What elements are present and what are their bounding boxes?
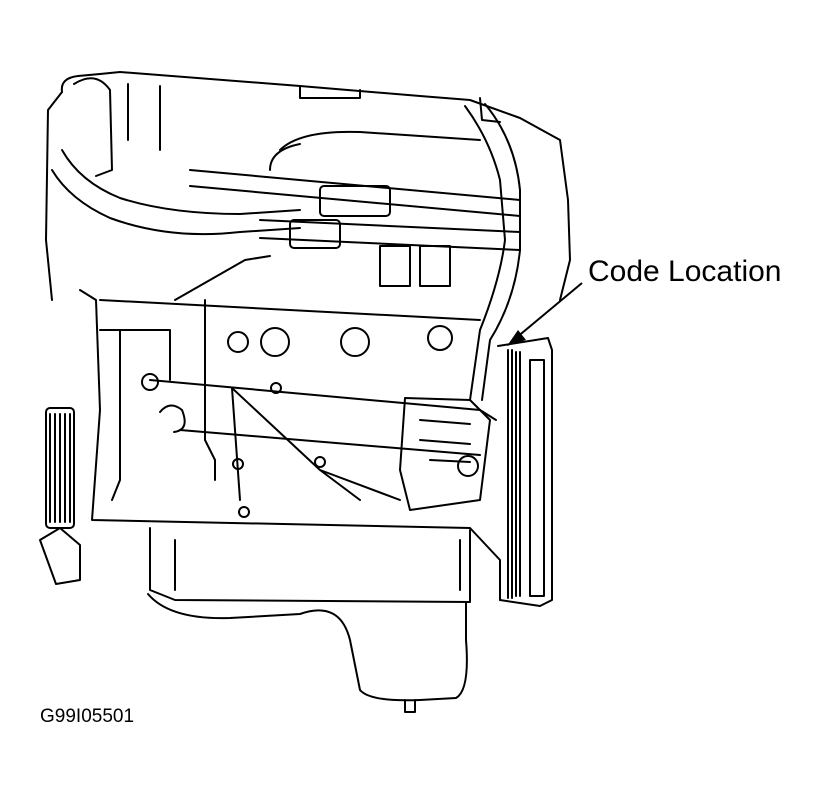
- crank-pulley: [39, 407, 81, 585]
- callout-label: Code Location: [588, 255, 782, 288]
- oil-pan: [147, 527, 471, 713]
- valve-cover: [45, 71, 571, 301]
- engine-block: [79, 289, 501, 601]
- misc-components: [111, 255, 271, 501]
- intake-manifold: [189, 130, 521, 287]
- callout-arrow: [507, 282, 583, 346]
- bracket: [399, 397, 491, 511]
- transmission-flange: [497, 337, 553, 607]
- figure-code: G99I05501: [40, 706, 135, 727]
